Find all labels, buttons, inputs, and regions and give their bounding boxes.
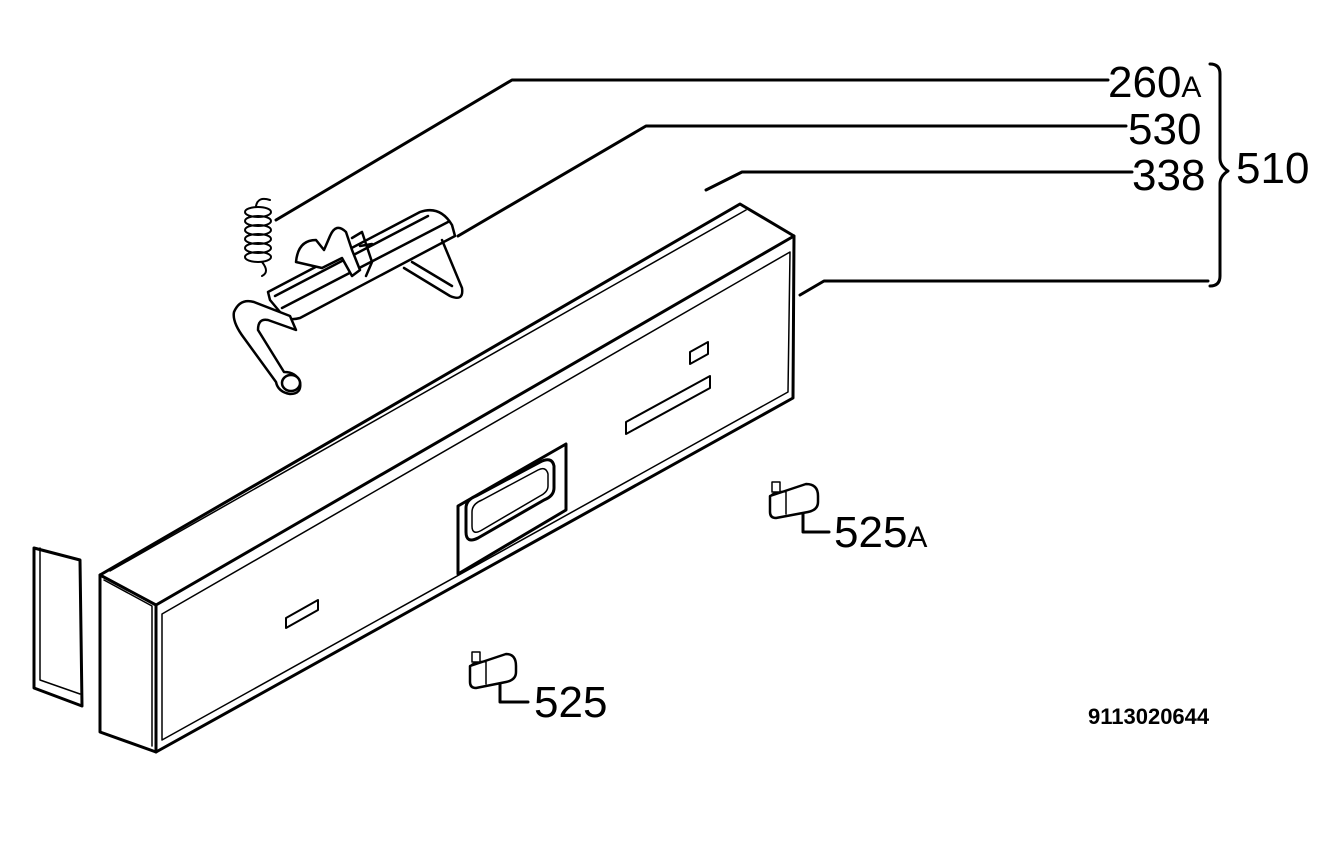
callout-530: 530 xyxy=(1128,105,1201,154)
group-bracket-510 xyxy=(1208,62,1230,288)
callout-260a-suffix: A xyxy=(1181,71,1201,104)
callout-338: 338 xyxy=(1132,151,1205,200)
callout-525a: 525A xyxy=(834,508,927,557)
leader-525 xyxy=(498,681,530,704)
callout-525a-number: 525 xyxy=(834,508,907,557)
callout-525: 525 xyxy=(534,678,607,727)
callout-510: 510 xyxy=(1236,144,1309,193)
leader-530 xyxy=(456,124,1128,238)
callout-260a: 260A xyxy=(1108,58,1201,107)
control-panel-part xyxy=(98,202,796,754)
leader-260a xyxy=(274,78,1110,222)
knob-525a-part xyxy=(768,481,820,520)
leader-338 xyxy=(704,170,1134,192)
leader-525a xyxy=(801,508,831,534)
drawing-number: 9113020644 xyxy=(1088,704,1210,729)
callout-260a-number: 260 xyxy=(1108,58,1181,107)
leader-lines xyxy=(274,78,1210,704)
knob-525-part xyxy=(468,651,518,690)
leader-510-panel xyxy=(798,279,1210,297)
spring-part xyxy=(244,197,272,277)
end-cap-part xyxy=(32,546,84,708)
door-catch-part xyxy=(232,208,464,396)
callout-525a-suffix: A xyxy=(907,521,927,554)
